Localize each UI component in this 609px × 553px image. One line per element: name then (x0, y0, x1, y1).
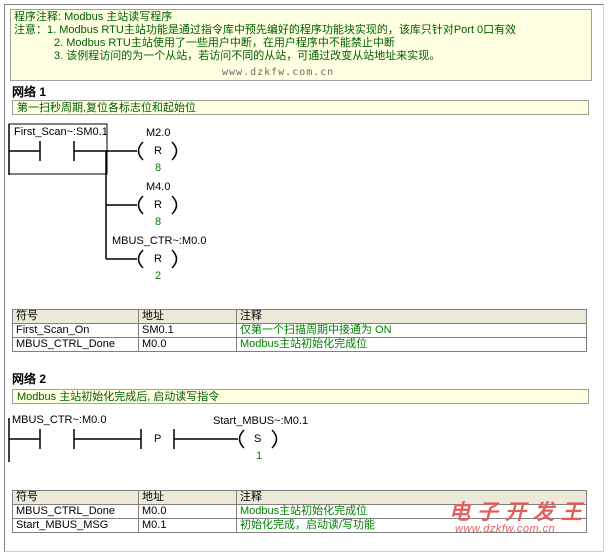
n1-contact-label[interactable]: First_Scan~:SM0.1 (14, 126, 108, 138)
n2-symbol-table: 符号 地址 注释 MBUS_CTRL_Done M0.0 Modbus主站初始化… (12, 490, 587, 533)
col-address: 地址 (138, 309, 237, 324)
n2-contact-symbol (9, 429, 141, 449)
n1-coil1-type: R (154, 145, 162, 157)
col-symbol: 符号 (12, 309, 139, 324)
table-header-row: 符号 地址 注释 (12, 309, 587, 324)
n2-contact-label[interactable]: MBUS_CTR~:M0.0 (12, 414, 107, 426)
n1-coil2-operand[interactable]: M4.0 (146, 181, 171, 193)
network2-comment[interactable]: Modbus 主站初始化完成后, 启动读写指令 (12, 389, 589, 404)
cell-symbol: First_Scan_On (12, 323, 139, 338)
table-row[interactable]: First_Scan_On SM0.1 仅第一个扫描周期中接通为 ON (12, 323, 587, 338)
table-header-row: 符号 地址 注释 (12, 490, 587, 505)
cell-address: SM0.1 (138, 323, 237, 338)
network2-title[interactable]: 网络 2 (12, 372, 47, 386)
network1-title[interactable]: 网络 1 (12, 85, 47, 99)
n2-pulse-symbol (140, 429, 238, 449)
col-symbol: 符号 (12, 490, 139, 505)
n2-coil-operand[interactable]: Start_MBUS~:M0.1 (213, 415, 309, 427)
cell-address: M0.0 (138, 337, 237, 352)
n2-pulse-label[interactable]: P (154, 433, 162, 445)
table-row[interactable]: MBUS_CTRL_Done M0.0 Modbus主站初始化完成位 (12, 504, 587, 519)
n2-coil-symbol (238, 429, 278, 449)
n1-symbol-table: 符号 地址 注释 First_Scan_On SM0.1 仅第一个扫描周期中接通… (12, 309, 587, 352)
table-row[interactable]: Start_MBUS_MSG M0.1 初始化完成，启动读/写功能 (12, 518, 587, 533)
n2-coil-type: S (254, 433, 262, 445)
n1-coil2-n[interactable]: 8 (155, 216, 162, 228)
n2-coil-n[interactable]: 1 (256, 450, 263, 462)
cell-comment: 仅第一个扫描周期中接通为 ON (236, 323, 587, 338)
program-comment-line3: 3. 该例程访问的为一个从站，若访问不同的从站，可通过改变从站地址来实现。 (54, 50, 441, 62)
cell-comment: Modbus主站初始化完成位 (236, 337, 587, 352)
n1-coil2-symbol (137, 195, 178, 215)
col-comment: 注释 (236, 309, 587, 324)
cell-symbol: MBUS_CTRL_Done (12, 337, 139, 352)
cell-symbol: Start_MBUS_MSG (12, 518, 139, 533)
cell-comment: 初始化完成，启动读/写功能 (236, 518, 587, 533)
program-comment[interactable]: 程序注释: Modbus 主站读写程序 注意：1. Modbus RTU主站功能… (10, 9, 592, 81)
col-address: 地址 (138, 490, 237, 505)
program-comment-line2: 2. Modbus RTU主站使用了一些用户中断，在用户程序中不能禁止中断 (54, 37, 395, 49)
program-comment-line1: 注意：1. Modbus RTU主站功能是通过指令库中预先编好的程序功能块实现的… (14, 24, 517, 36)
network1-comment[interactable]: 第一扫秒周期,复位各标志位和起始位 (12, 100, 589, 115)
table-row[interactable]: MBUS_CTRL_Done M0.0 Modbus主站初始化完成位 (12, 337, 587, 352)
n1-coil2-type: R (154, 199, 162, 211)
n1-coil3-symbol (137, 249, 178, 269)
n1-coil1-symbol (137, 141, 178, 161)
logo-url: www.dzkfw.com.cn (455, 523, 556, 535)
logo-text: 电子开发王 (449, 501, 589, 524)
program-comment-title: 程序注释: Modbus 主站读写程序 (14, 11, 173, 23)
site-logo: 电子开发王 www.dzkfw.com.cn (407, 493, 597, 543)
n1-coil3-operand[interactable]: MBUS_CTR~:M0.0 (112, 235, 207, 247)
program-editor-frame (4, 4, 604, 552)
watermark-text: www.dzkfw.com.cn (222, 67, 335, 78)
cell-symbol: MBUS_CTRL_Done (12, 504, 139, 519)
n1-coil1-n[interactable]: 8 (155, 162, 162, 174)
n1-coil1-operand[interactable]: M2.0 (146, 127, 171, 139)
n1-contact-selection (8, 123, 108, 175)
n1-contact-symbol (9, 141, 137, 161)
n1-coil3-type: R (154, 253, 162, 265)
col-comment: 注释 (236, 490, 587, 505)
cell-address: M0.0 (138, 504, 237, 519)
n1-coil3-n[interactable]: 2 (155, 270, 162, 282)
cell-address: M0.1 (138, 518, 237, 533)
